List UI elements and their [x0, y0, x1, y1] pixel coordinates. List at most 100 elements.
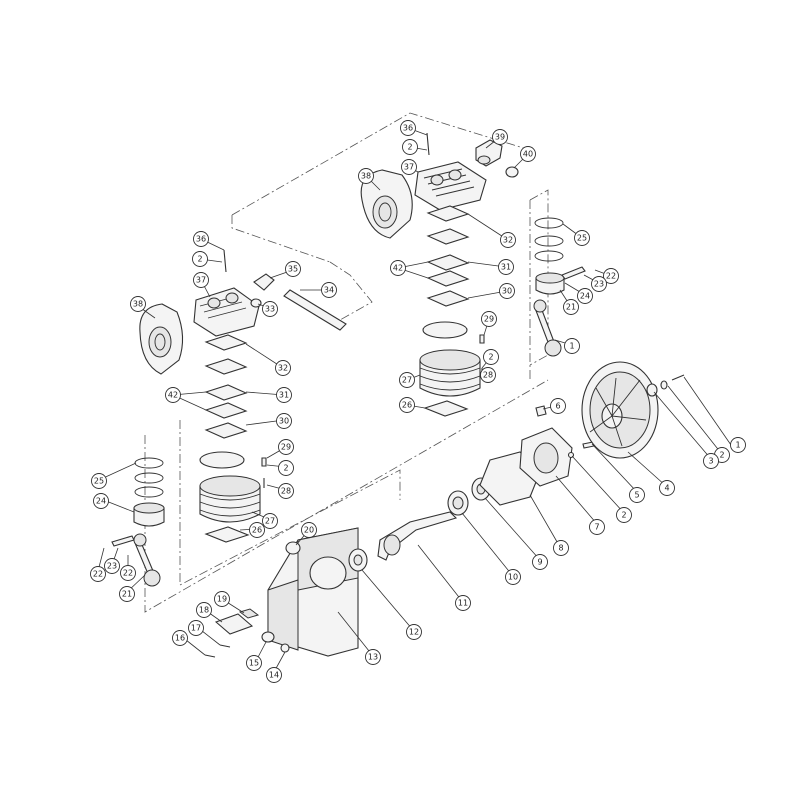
elbow-fitting — [253, 273, 275, 291]
callout: 2 — [278, 460, 294, 476]
callout: 16 — [172, 630, 188, 646]
svg-text:28: 28 — [281, 487, 291, 496]
svg-text:31: 31 — [279, 391, 289, 400]
svg-text:38: 38 — [133, 300, 143, 309]
svg-text:36: 36 — [196, 235, 206, 244]
delivery-pipe — [283, 289, 347, 331]
callout: 25 — [574, 230, 590, 246]
callout: 37 — [401, 159, 417, 175]
svg-text:39: 39 — [495, 133, 505, 142]
svg-text:26: 26 — [402, 401, 412, 410]
callout: 12 — [406, 624, 422, 640]
svg-text:9: 9 — [537, 558, 542, 567]
callout: 31 — [498, 259, 514, 275]
svg-text:18: 18 — [199, 606, 209, 615]
svg-text:1: 1 — [735, 441, 740, 450]
callouts: 1 2 3 4 5 2 6 7 8 9 10 11 12 13 14 15 16… — [90, 120, 746, 683]
svg-text:2: 2 — [621, 511, 626, 520]
callout: 2 — [483, 349, 499, 365]
svg-text:1: 1 — [569, 342, 574, 351]
callout: 30 — [276, 413, 292, 429]
svg-text:6: 6 — [555, 402, 560, 411]
callout: 27 — [399, 372, 415, 388]
svg-text:17: 17 — [191, 624, 201, 633]
svg-text:19: 19 — [217, 595, 227, 604]
callout: 42 — [390, 260, 406, 276]
svg-text:26: 26 — [252, 526, 262, 535]
svg-text:42: 42 — [393, 264, 403, 273]
callout: 22 — [90, 566, 106, 582]
svg-text:33: 33 — [265, 305, 275, 314]
callout: 6 — [550, 398, 566, 414]
svg-text:24: 24 — [96, 497, 106, 506]
svg-text:2: 2 — [197, 255, 202, 264]
callout: 22 — [603, 268, 619, 284]
svg-text:22: 22 — [93, 570, 103, 579]
svg-text:8: 8 — [558, 544, 563, 553]
callout: 23 — [591, 276, 607, 292]
callout: 2 — [402, 139, 418, 155]
svg-text:23: 23 — [107, 562, 117, 571]
svg-text:35: 35 — [288, 265, 298, 274]
callout: 19 — [214, 591, 230, 607]
svg-text:14: 14 — [269, 671, 279, 680]
callout: 26 — [249, 522, 265, 538]
svg-text:2: 2 — [719, 451, 724, 460]
svg-text:15: 15 — [249, 659, 259, 668]
inspection-cover — [214, 613, 254, 635]
callout: 23 — [104, 558, 120, 574]
callout: 15 — [246, 655, 262, 671]
svg-text:10: 10 — [508, 573, 518, 582]
callout: 2 — [616, 507, 632, 523]
svg-text:11: 11 — [458, 599, 468, 608]
callout: 5 — [629, 487, 645, 503]
svg-text:38: 38 — [361, 172, 371, 181]
bolt-front — [223, 249, 227, 273]
svg-text:7: 7 — [594, 523, 599, 532]
callout: 24 — [577, 288, 593, 304]
callout: 27 — [262, 513, 278, 529]
callout: 9 — [532, 554, 548, 570]
svg-text:27: 27 — [402, 376, 412, 385]
callout: 2 — [192, 251, 208, 267]
callout: 33 — [262, 301, 278, 317]
callout: 22 — [120, 565, 136, 581]
svg-text:42: 42 — [168, 391, 178, 400]
callout: 25 — [91, 473, 107, 489]
svg-text:30: 30 — [502, 287, 512, 296]
callout: 17 — [188, 620, 204, 636]
svg-text:28: 28 — [483, 371, 493, 380]
assembly-boundaries — [144, 112, 549, 613]
svg-text:31: 31 — [501, 263, 511, 272]
svg-text:21: 21 — [122, 590, 132, 599]
callout: 35 — [285, 261, 301, 277]
callout: 24 — [93, 493, 109, 509]
callout: 29 — [278, 439, 294, 455]
callout: 32 — [275, 360, 291, 376]
svg-text:32: 32 — [503, 236, 513, 245]
callout: 29 — [481, 311, 497, 327]
svg-text:24: 24 — [580, 292, 590, 301]
callout: 21 — [563, 299, 579, 315]
svg-text:5: 5 — [634, 491, 639, 500]
callout: 31 — [276, 387, 292, 403]
callout: 8 — [553, 540, 569, 556]
callout: 10 — [505, 569, 521, 585]
callout: 30 — [499, 283, 515, 299]
svg-text:36: 36 — [403, 124, 413, 133]
svg-text:25: 25 — [94, 477, 104, 486]
svg-text:3: 3 — [708, 457, 713, 466]
svg-text:30: 30 — [279, 417, 289, 426]
svg-text:27: 27 — [265, 517, 275, 526]
gasket-32-rear — [426, 205, 470, 222]
callout: 3 — [703, 453, 719, 469]
front-head-assembly — [111, 249, 347, 587]
rear-head-assembly — [360, 132, 586, 417]
crankcase-assembly — [204, 361, 685, 658]
svg-text:25: 25 — [577, 234, 587, 243]
svg-text:13: 13 — [368, 653, 378, 662]
callout: 13 — [365, 649, 381, 665]
callout: 11 — [455, 595, 471, 611]
callout: 4 — [659, 480, 675, 496]
